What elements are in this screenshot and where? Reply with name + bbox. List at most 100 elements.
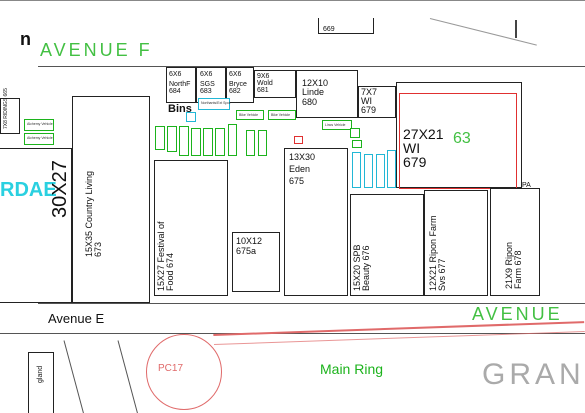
bryce-size: 6X6 — [229, 71, 242, 78]
wold-size: 9X6 — [257, 73, 270, 80]
spb-label: 15X20 SPB Beauty 676 — [352, 244, 372, 291]
cut-label-left: RDAE — [0, 179, 57, 201]
stand-green-v4 — [191, 128, 201, 156]
avenue-f-label: AVENUE F — [40, 40, 153, 60]
ripon-farm-label: 21X9 Ripon Farm 678 — [504, 241, 524, 289]
grand-partial-label: GRAN — [482, 358, 585, 391]
plot-gland: gland — [28, 352, 54, 413]
stand-green-mid-2: Bike Vehicle — [268, 110, 296, 120]
stand-green-small-2 — [352, 140, 362, 148]
stand-cyan-v4 — [387, 150, 396, 188]
wold-name: Wold — [257, 80, 273, 87]
plot-country-living: 15X35 Country Living 673 — [72, 96, 150, 303]
stand-green-v9 — [258, 130, 267, 156]
avenue-e-right-label: AVENUE — [472, 304, 563, 324]
stand-cyan-v2 — [364, 154, 373, 188]
avenue-e-left-label: Avenue E — [48, 311, 105, 326]
stand-green-v8 — [246, 130, 255, 156]
northf-number: 684 — [169, 88, 181, 95]
p675a-size: 10X12 — [236, 236, 263, 246]
stand-green-v5 — [203, 128, 213, 156]
upper-road-line-2 — [515, 20, 517, 38]
pa-marker: PA — [522, 182, 531, 189]
alchemy-label-1: Alchemy Vehicle — [27, 122, 53, 126]
alchemy-label-2: Alchemy Vehicle — [27, 136, 53, 140]
sgs-name: SGS — [200, 81, 215, 88]
green-mid-2-label: Bike Vehicle — [271, 113, 291, 117]
stand-green-mid-1: Bike Vehicle — [236, 110, 264, 120]
plot-wi-679-big: 27X21 WI 679 63 — [396, 82, 522, 189]
stand-green-v6 — [215, 128, 225, 156]
wi-small-size: 7X7 — [361, 87, 378, 97]
red-marker — [294, 136, 303, 144]
eden-name: Eden — [289, 164, 311, 174]
plot-eden: 13X30 Eden 675 — [284, 148, 348, 296]
linde-size: 12X10 — [302, 78, 329, 88]
plot-bryce: 6X6 Bryce 682 — [226, 67, 254, 103]
stand-cyan-v1 — [352, 152, 361, 188]
eden-size: 13X30 — [289, 152, 316, 162]
stand-green-v1 — [155, 126, 165, 150]
plot-wold: 9X6 Wold 681 — [254, 70, 296, 98]
wi-small-number: 679 — [361, 105, 377, 115]
plot-northf: 6X6 NorthF 684 — [166, 67, 196, 103]
stand-alchemy-1: Alchemy Vehicle — [24, 119, 54, 131]
ripon-svs-label: 12X21 Ripon Farm Svs 677 — [428, 215, 448, 291]
plot-ripon-farm: 21X9 Ripon Farm 678 — [490, 188, 540, 296]
block-outline-bottom — [38, 303, 585, 304]
festival-label: 15X27 Festival of Food 674 — [156, 221, 176, 291]
lower-road-line — [0, 333, 585, 334]
lower-diag-2 — [117, 340, 140, 413]
northf-size: 6X6 — [169, 71, 182, 78]
plot-wi-679-small: 7X7 WI 679 — [358, 86, 396, 118]
pc17-label: PC17 — [158, 363, 184, 374]
big-63: 63 — [453, 130, 471, 147]
stand-cyan-v3 — [376, 154, 385, 188]
linde-name: Linde — [302, 87, 325, 97]
header-top-left: n — [20, 29, 31, 49]
plot-festival-of-food: 15X27 Festival of Food 674 — [154, 160, 228, 296]
main-ring-label: Main Ring — [320, 361, 384, 377]
stand-cyan-top: Northants/Ext Spot — [198, 98, 230, 110]
bryce-name: Bryce — [229, 81, 247, 88]
stand-alchemy-2: Alchemy Vehicle — [24, 133, 54, 145]
wi-big-name: WI — [403, 140, 421, 156]
sgs-size: 6X6 — [200, 71, 213, 78]
sgs-number: 683 — [200, 88, 212, 95]
stand-green-lc: Lincs Vehicle — [322, 120, 352, 130]
plot-675a: 10X12 675a — [232, 232, 280, 292]
gland-label: gland — [37, 365, 44, 383]
eden-number: 675 — [289, 176, 305, 186]
ridings-label: 7X8 RIDINGS 665 — [3, 88, 9, 129]
plot-ridings: 7X8 RIDINGS 665 — [0, 88, 20, 134]
lower-diag-1 — [63, 340, 86, 413]
top-edge-line — [0, 0, 585, 1]
stand-green-v7 — [228, 124, 237, 156]
bins-label: Bins — [168, 103, 192, 115]
stand-green-small — [350, 128, 360, 138]
wi-red-outline — [399, 93, 517, 189]
country-living-label: 15X35 Country Living 673 — [84, 170, 104, 257]
plot-spb-beauty: 15X20 SPB Beauty 676 — [350, 194, 424, 296]
block-outline — [38, 66, 585, 67]
wi-small-name: WI — [361, 96, 372, 106]
stand-cyan-top-2 — [186, 112, 196, 122]
p675a-number: 675a — [236, 246, 257, 256]
northf-name: NorthF — [169, 81, 191, 88]
plot-linde: 12X10 Linde 680 — [296, 70, 358, 118]
stand-green-v3 — [179, 126, 189, 156]
stand-green-v2 — [167, 126, 177, 152]
wold-number: 681 — [257, 87, 269, 94]
plot-30x27 — [0, 148, 72, 303]
plot-669-number: 669 — [323, 26, 335, 33]
pc17-circle — [146, 334, 222, 410]
green-lc-label: Lincs Vehicle — [325, 123, 346, 127]
plot-ripon-farm-svs: 12X21 Ripon Farm Svs 677 — [424, 190, 488, 296]
green-mid-1-label: Bike Vehicle — [239, 113, 259, 117]
cyan-top-label: Northants/Ext Spot — [201, 101, 231, 105]
plot-30x27-label: 30X27 — [49, 160, 71, 218]
bryce-number: 682 — [229, 88, 241, 95]
linde-number: 680 — [302, 97, 318, 107]
wi-big-number: 679 — [403, 154, 427, 170]
